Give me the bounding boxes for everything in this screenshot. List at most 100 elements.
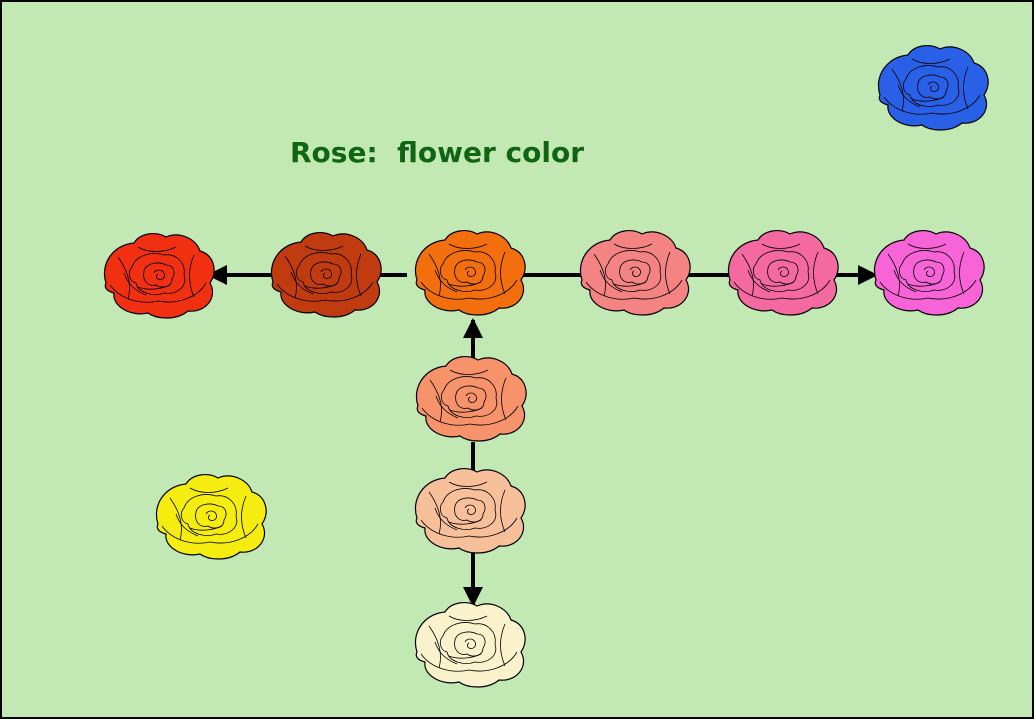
rose-petal-line: [356, 253, 362, 297]
rose-petal-line: [420, 279, 518, 300]
rose-petal-line: [455, 385, 487, 411]
roses: [103, 45, 989, 688]
rose-petal-line: [304, 283, 338, 289]
rose-dark-red: [270, 232, 382, 318]
rose-petal-line: [747, 269, 771, 293]
rose-petal-line: [189, 525, 223, 531]
rose-petal-line: [434, 269, 458, 293]
rose-petal-line: [893, 269, 917, 293]
rose-pink: [727, 230, 839, 316]
rose-petal-line: [501, 377, 507, 421]
rose-petal-line: [767, 259, 799, 285]
rose-petal-line: [733, 279, 831, 300]
rose-petal-line: [813, 251, 819, 295]
rose-petal-line: [913, 259, 945, 285]
rose-petal-line: [153, 269, 165, 280]
rose-petal-line: [429, 379, 442, 423]
rose-petal-line: [448, 243, 488, 249]
rose-petal-line: [923, 266, 935, 277]
rose-petal-line: [123, 272, 147, 296]
rose-petal-line: [911, 58, 951, 64]
rose-blue: [877, 45, 989, 131]
rose-petal-line: [169, 497, 182, 541]
rose-petal-line: [310, 261, 342, 287]
rose-yellow: [155, 474, 267, 560]
rose-petal-line: [175, 513, 199, 537]
rose-petal-line: [761, 281, 795, 287]
rose-petal-line: [137, 284, 171, 290]
rose-petal-line: [189, 254, 195, 298]
rose-magenta: [873, 230, 985, 316]
rose-petal-line: [741, 253, 754, 297]
rose-petal-line: [619, 259, 651, 285]
rose-petal-line: [448, 519, 482, 525]
rose-petal-line: [883, 94, 981, 115]
rose-light-orange: [415, 356, 527, 442]
rose-red: [103, 233, 215, 319]
rose-orange: [414, 230, 526, 316]
rose-petal-line: [449, 407, 483, 413]
rose-petal-line: [891, 68, 904, 112]
rose-petal-line: [599, 269, 623, 293]
rose-petal-line: [276, 281, 374, 302]
rose-petal-line: [464, 638, 476, 649]
rose-petal-line: [434, 507, 458, 531]
slide-title: Rose: flower color: [290, 136, 585, 169]
rose-petal-line: [109, 282, 207, 303]
rose-petal-line: [613, 243, 653, 249]
rose-petal-line: [421, 405, 519, 426]
rose-petal-line: [448, 481, 488, 487]
rose-petal-line: [205, 510, 217, 521]
rose-petal-line: [963, 66, 969, 110]
rose-petal-line: [585, 279, 683, 300]
rose-petal-line: [428, 253, 441, 297]
rose-petal-line: [907, 243, 947, 249]
rose-petal-line: [927, 81, 939, 92]
rose-petal-line: [879, 279, 977, 300]
rose-petal-line: [613, 281, 647, 287]
rose-petal-line: [959, 251, 965, 295]
connector-arrows: [207, 265, 878, 607]
rose-petal-line: [137, 246, 177, 252]
rose-petal-line: [887, 253, 900, 297]
rose-petal-line: [448, 615, 488, 621]
rose-petal-line: [117, 256, 130, 300]
rose-petal-line: [665, 251, 671, 295]
rose-petal-line: [420, 651, 518, 672]
rose-petal-line: [304, 245, 344, 251]
rose-petal-line: [500, 251, 506, 295]
rose-petal-line: [629, 266, 641, 277]
rose-petal-line: [449, 369, 489, 375]
rose-cream: [414, 602, 526, 688]
rose-petal-line: [464, 504, 476, 515]
rose-petal-line: [435, 395, 459, 419]
rose-petal-line: [454, 497, 486, 523]
rose-petal-line: [284, 255, 297, 299]
rose-salmon-pink: [579, 230, 691, 316]
rose-petal-line: [911, 96, 945, 102]
rose-petal-line: [448, 281, 482, 287]
rose-petal-line: [189, 487, 229, 493]
rose-petal-line: [241, 495, 247, 539]
rose-petal-line: [434, 641, 458, 665]
rose-petal-line: [428, 625, 441, 669]
rose-petal-line: [897, 84, 921, 108]
rose-petal-line: [761, 243, 801, 249]
rose-petal-line: [907, 281, 941, 287]
rose-peach: [414, 468, 526, 554]
rose-petal-line: [143, 262, 175, 288]
rose-petal-line: [777, 266, 789, 277]
rose-petal-line: [454, 259, 486, 285]
rose-petal-line: [917, 74, 949, 100]
rose-petal-line: [464, 266, 476, 277]
rose-petal-line: [420, 517, 518, 538]
rose-petal-line: [465, 392, 477, 403]
rose-petal-line: [428, 491, 441, 535]
rose-petal-line: [320, 268, 332, 279]
rose-petal-line: [454, 631, 486, 657]
rose-petal-line: [500, 623, 506, 667]
rose-petal-line: [500, 489, 506, 533]
rose-petal-line: [448, 653, 482, 659]
